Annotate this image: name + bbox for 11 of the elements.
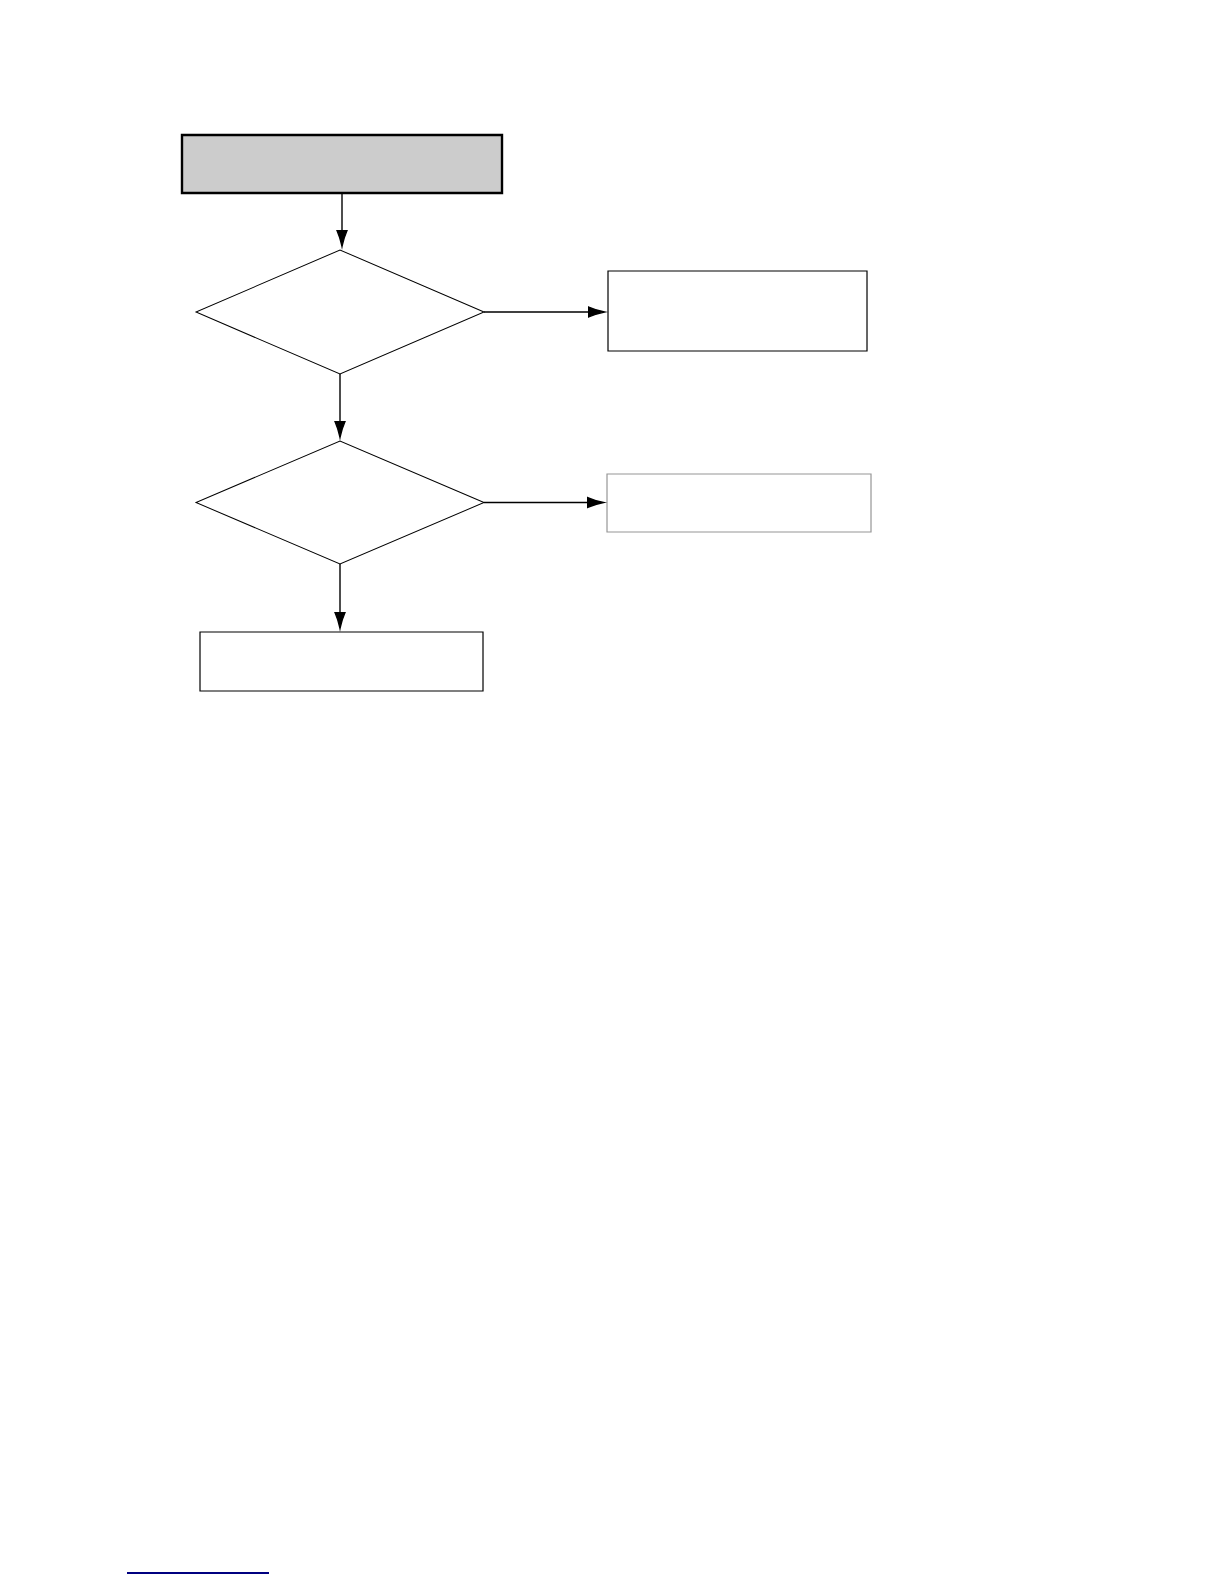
arrow bbox=[483, 306, 606, 318]
decision-diamond bbox=[195, 440, 485, 565]
arrow bbox=[334, 373, 346, 439]
start-box bbox=[180, 133, 504, 195]
arrow bbox=[336, 192, 348, 248]
arrow bbox=[334, 563, 346, 630]
arrow bbox=[483, 496, 605, 509]
decision-diamond bbox=[195, 249, 485, 375]
process-box bbox=[199, 631, 484, 692]
process-box bbox=[606, 473, 872, 533]
process-box bbox=[607, 270, 868, 352]
